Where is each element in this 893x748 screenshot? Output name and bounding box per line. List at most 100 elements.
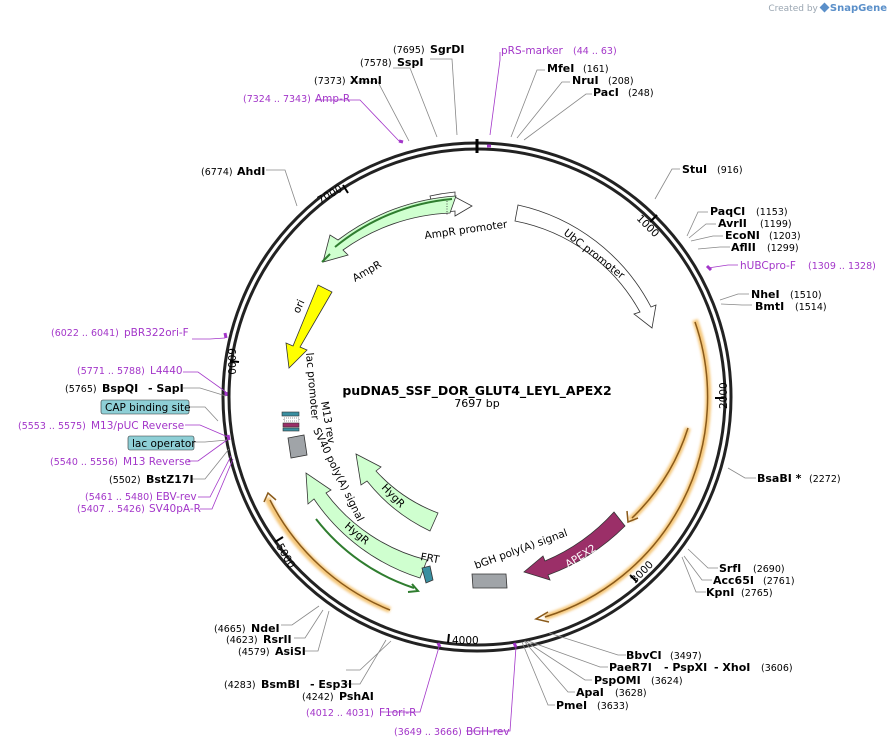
tick-label-4000: 4000 bbox=[452, 635, 479, 647]
primer-pbr322ori-f: pBR322ori-F bbox=[124, 327, 189, 339]
enzyme-labels: (7695) SgrDI (7578) SspI (7373) XmnI (67… bbox=[65, 43, 841, 712]
enzyme-mfei: MfeI bbox=[547, 62, 574, 75]
primer-pos-pbr322ori-f: (6022 .. 6041) bbox=[51, 328, 119, 339]
enzyme-aflii: AflII bbox=[731, 241, 756, 254]
ampr-orf-arrowhead bbox=[321, 253, 331, 263]
enzyme-pos-avrii: (1199) bbox=[760, 219, 792, 230]
plasmid-length: 7697 bp bbox=[454, 397, 499, 410]
enzyme-avrii: AvrII bbox=[718, 217, 747, 230]
tick-4000 bbox=[447, 633, 450, 644]
primer-hubcpro-f: hUBCpro-F bbox=[740, 260, 796, 272]
label-ori: ori bbox=[291, 298, 308, 315]
ampr-orf-line bbox=[334, 198, 453, 248]
primer-pos-m13-reverse: (5540 .. 5556) bbox=[50, 457, 118, 468]
lac-operator-marker bbox=[282, 427, 300, 432]
enzyme-pos-kpni: (2765) bbox=[741, 588, 773, 599]
label-ampr-promoter: AmpR promoter bbox=[424, 218, 509, 242]
ubc-promoter-arrow bbox=[514, 204, 657, 329]
label-frt: FRT bbox=[419, 551, 440, 566]
hygr-outer-arrow bbox=[305, 472, 428, 579]
primer-ebv-rev: EBV-rev bbox=[156, 491, 197, 503]
tick-label-7000: 7000 bbox=[316, 183, 345, 207]
enzyme-pos-bmti: (1514) bbox=[795, 302, 827, 313]
enzyme-bbvci: BbvCI bbox=[626, 649, 662, 662]
tick-1000 bbox=[649, 214, 658, 223]
primer-pos-sv40pa-r: (5407 .. 5426) bbox=[77, 504, 145, 515]
enzyme-kpni: KpnI bbox=[706, 586, 734, 599]
backbone bbox=[221, 139, 733, 653]
primer-mark-m13puc bbox=[226, 434, 231, 441]
enzyme-pos-acc65i: (2761) bbox=[763, 576, 795, 587]
enzyme-xmni: XmnI bbox=[350, 74, 382, 87]
orf-inner-right bbox=[631, 427, 689, 519]
primer-pos-hubcpro-f: (1309 .. 1328) bbox=[808, 261, 876, 272]
tick-marks bbox=[229, 184, 724, 644]
primer-pos-m13-puc-reverse: (5553 .. 5575) bbox=[18, 421, 86, 432]
enzyme-nhei: NheI bbox=[751, 288, 780, 301]
tick-label-6000: 6000 bbox=[225, 348, 237, 375]
enzyme-xhoi: - XhoI bbox=[714, 661, 750, 674]
enzyme-pos-pshai: (4242) bbox=[302, 692, 334, 703]
orf-inner-right-head bbox=[626, 510, 639, 524]
enzyme-pos-ndei: (4665) bbox=[214, 624, 246, 635]
primer-mark-ampr bbox=[398, 139, 404, 144]
primer-labels: pRS-marker (44 .. 63) (7324 .. 7343) Amp… bbox=[18, 45, 876, 738]
enzyme-nrui: NruI bbox=[572, 74, 599, 87]
enzyme-bsabi: BsaBI * bbox=[757, 472, 802, 485]
enzyme-sapi: - SapI bbox=[148, 382, 184, 395]
enzyme-econi: EcoNI bbox=[725, 229, 760, 242]
enzyme-pos-xhoi: (3606) bbox=[761, 663, 793, 674]
enzyme-pos-bbvci: (3497) bbox=[670, 651, 702, 662]
enzyme-rsrii: RsrII bbox=[263, 633, 292, 646]
enzyme-pos-sspi: (7578) bbox=[360, 58, 392, 69]
primer-m13-reverse: M13 Reverse bbox=[123, 456, 191, 468]
enzyme-pos-aflii: (1299) bbox=[767, 243, 799, 254]
credit-brand: SnapGene bbox=[829, 3, 887, 14]
enzyme-paqci: PaqCI bbox=[710, 205, 745, 218]
enzyme-pos-paci: (248) bbox=[628, 88, 654, 99]
enzyme-esp3i: - Esp3I bbox=[310, 678, 352, 691]
enzyme-paer7i: PaeR7I bbox=[609, 661, 652, 674]
primer-bgh-rev: BGH-rev bbox=[466, 726, 510, 738]
enzyme-pos-mfei: (161) bbox=[583, 64, 609, 75]
enzyme-srfi: SrfI bbox=[719, 562, 741, 575]
features bbox=[263, 191, 712, 623]
plasmid-name: puDNA5_SSF_DOR_GLUT4_LEYL_APEX2 bbox=[342, 383, 611, 399]
enzyme-pos-nhei: (1510) bbox=[790, 290, 822, 301]
primer-amp-r: Amp-R bbox=[315, 93, 350, 105]
primer-mark-bgh bbox=[512, 642, 518, 648]
enzyme-bstz17i: BstZ17I bbox=[146, 473, 194, 486]
label-ampr: AmpR bbox=[351, 259, 384, 285]
tick-label-5000: 5000 bbox=[273, 542, 297, 571]
enzyme-ahdi: AhdI bbox=[237, 165, 265, 178]
hygr-orf-line bbox=[315, 518, 415, 589]
enzyme-stui: StuI bbox=[682, 163, 707, 176]
primer-pos-ebv-rev: (5461 .. 5480) bbox=[85, 492, 153, 503]
tick-7000 bbox=[342, 184, 349, 194]
enzyme-pos-rsrii: (4623) bbox=[226, 635, 258, 646]
enzyme-pos-nrui: (208) bbox=[608, 76, 634, 87]
orf-outer-right-head bbox=[533, 611, 550, 623]
label-ubc-promoter: UbC promoter bbox=[561, 227, 627, 282]
enzyme-bspqi: BspQI bbox=[102, 382, 138, 395]
primer-pos-l4440: (5771 .. 5788) bbox=[77, 366, 145, 377]
lac-operator-box bbox=[127, 435, 195, 451]
primer-pos-amp-r: (7324 .. 7343) bbox=[243, 94, 311, 105]
enzyme-pmei: PmeI bbox=[556, 699, 587, 712]
m13-rev-marker bbox=[282, 422, 300, 428]
enzyme-pos-srfi: (2690) bbox=[753, 564, 785, 575]
enzyme-sspi: SspI bbox=[397, 56, 423, 69]
enzyme-pos-paqci: (1153) bbox=[756, 207, 788, 218]
enzyme-pos-pspomi: (3624) bbox=[651, 676, 683, 687]
enzyme-pos-xmni: (7373) bbox=[314, 76, 346, 87]
enzyme-bsmbi: BsmBI bbox=[261, 678, 300, 691]
enzyme-pos-bsabi: (2272) bbox=[809, 474, 841, 485]
enzyme-pos-sgrdi: (7695) bbox=[393, 45, 425, 56]
enzyme-apai: ApaI bbox=[576, 686, 604, 699]
enzyme-ndei: NdeI bbox=[251, 622, 280, 635]
enzyme-pos-bstz17i: (5502) bbox=[109, 475, 141, 486]
orf-outer-left bbox=[269, 499, 391, 611]
primer-prs-marker: pRS-marker bbox=[501, 45, 564, 57]
